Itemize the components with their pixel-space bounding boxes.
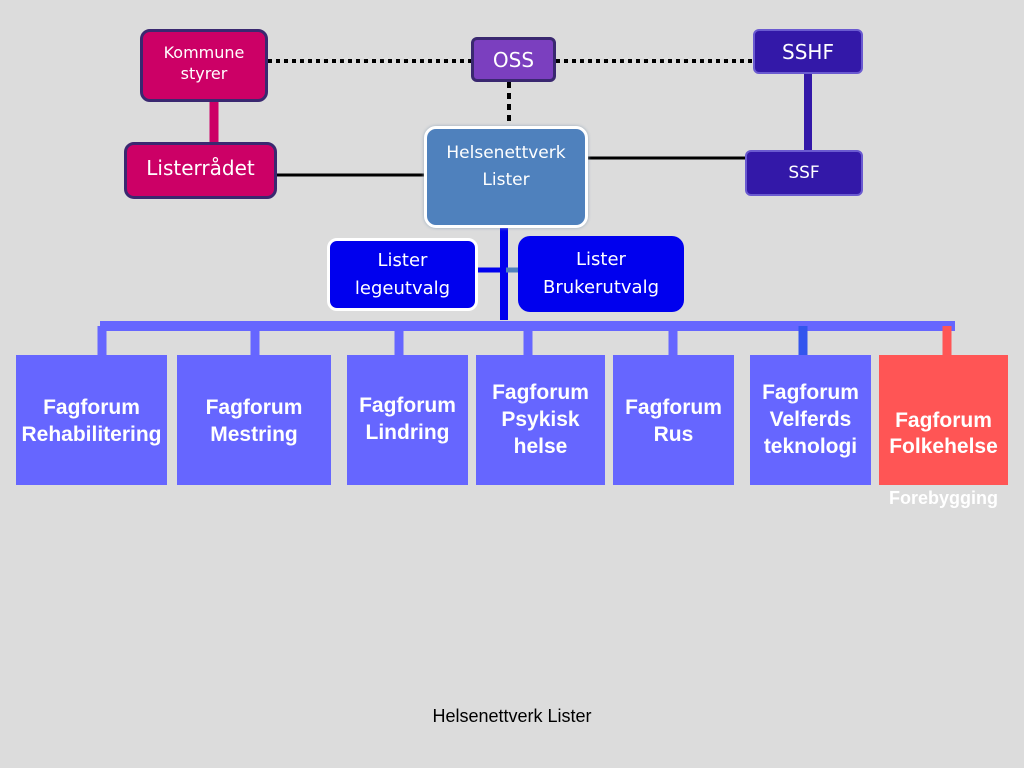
connector-drops xyxy=(97,326,952,355)
fagforum-lindring-box: Fagforum Lindring xyxy=(347,355,468,485)
legeutvalg-box: Lister legeutvalg xyxy=(327,238,478,311)
fagforum-folkehelse-box: Fagforum Folkehelse Forebygging xyxy=(879,355,1008,508)
fagforum-psykisk-helse-box: Fagforum Psykisk helse xyxy=(476,355,605,485)
ssf-box: SSF xyxy=(745,150,863,196)
folkehelse-subtitle: Forebygging xyxy=(889,488,998,508)
folkehelse-title: Fagforum Folkehelse xyxy=(889,409,998,458)
listerradet-box: Listerrådet xyxy=(124,142,277,199)
fagforum-rehabilitering-box: Fagforum Rehabilitering xyxy=(16,355,167,485)
fagforum-rus-box: Fagforum Rus xyxy=(613,355,734,485)
helsenettverk-lister-box: Helsenettverk Lister xyxy=(424,126,588,228)
sshf-box: SSHF xyxy=(753,29,863,74)
kommune-styrer-box: Kommune styrer xyxy=(140,29,268,102)
fagforum-mestring-box: Fagforum Mestring xyxy=(177,355,331,485)
oss-box: OSS xyxy=(471,37,556,82)
footer-title: Helsenettverk Lister xyxy=(432,706,592,726)
fagforum-velferdsteknologi-box: Fagforum Velferds teknologi xyxy=(750,355,871,485)
brukerutvalg-box: Lister Brukerutvalg xyxy=(518,236,684,312)
